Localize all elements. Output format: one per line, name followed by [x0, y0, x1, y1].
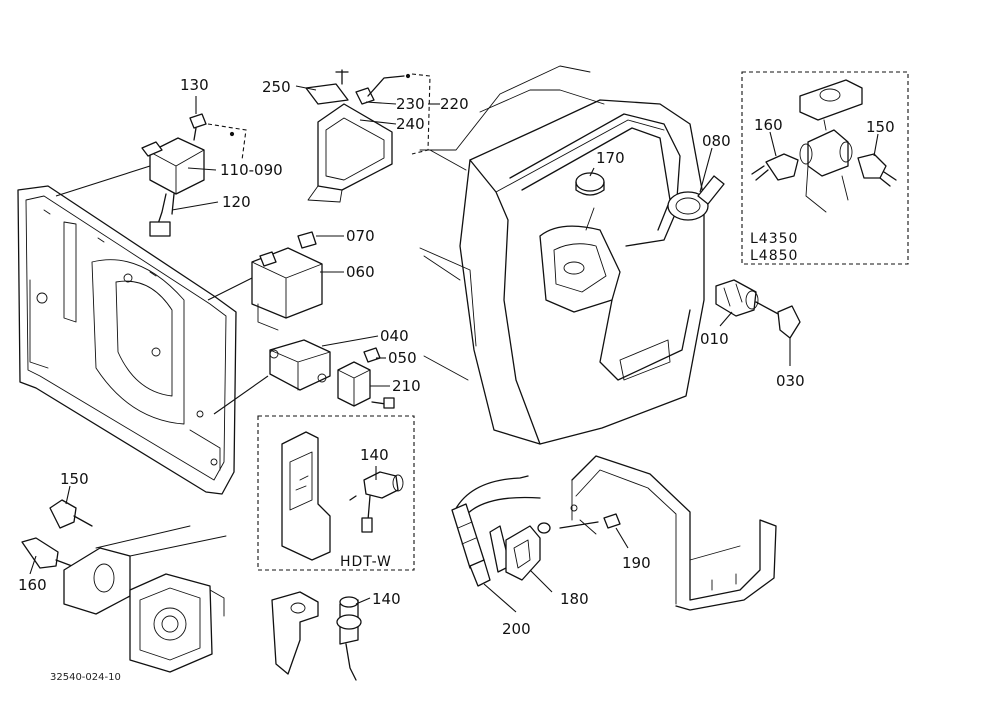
relay-060: [251, 231, 323, 331]
label-080: 080: [702, 132, 731, 150]
label-130: 130: [180, 76, 209, 94]
label-010: 010: [700, 330, 729, 348]
label-200: 200: [502, 620, 531, 638]
bracket-180: [505, 525, 541, 581]
label-140-box: 140: [360, 446, 389, 464]
relay-110-090: [141, 137, 205, 237]
model-variant-box: [741, 71, 909, 265]
label-050: 050: [388, 349, 417, 367]
switch-140-bottom: [271, 591, 362, 681]
screw-190: [537, 513, 621, 534]
bracket-220-group: [305, 69, 411, 203]
label-180: 180: [560, 590, 589, 608]
cover-right: [570, 455, 777, 611]
label-140-bottom: 140: [372, 590, 401, 608]
pump-body: [63, 525, 227, 673]
model-label-l4850: L4850: [750, 248, 798, 264]
label-150-left: 150: [60, 470, 89, 488]
key-030: [755, 301, 801, 339]
label-230: 230: [396, 95, 425, 113]
mounting-panel: [17, 185, 237, 495]
screw-050: [363, 347, 381, 363]
dashboard-housing: [419, 65, 705, 445]
sensor-160-left: [21, 537, 73, 569]
label-210: 210: [392, 377, 421, 395]
label-060: 060: [346, 263, 375, 281]
label-070: 070: [346, 227, 375, 245]
label-040: 040: [380, 327, 409, 345]
flasher-040: [269, 339, 331, 391]
label-160-right: 160: [754, 116, 783, 134]
label-160-left: 160: [18, 576, 47, 594]
hdt-w-label: HDT-W: [340, 554, 392, 570]
label-030: 030: [776, 372, 805, 390]
label-240: 240: [396, 115, 425, 133]
label-150-right: 150: [866, 118, 895, 136]
part-210: [337, 361, 395, 409]
model-label-l4350: L4350: [750, 231, 798, 247]
hdt-w-box: [257, 415, 415, 571]
label-190: 190: [622, 554, 651, 572]
sensor-150-left: [49, 499, 93, 529]
key-switch-010: [715, 279, 759, 317]
label-120: 120: [222, 193, 251, 211]
screw-130: [189, 113, 207, 141]
gauge-080: [667, 175, 725, 221]
label-220: 220: [440, 95, 469, 113]
label-170: 170: [596, 149, 625, 167]
wire-harness-200: [451, 475, 541, 587]
figure-code: 32540-024-10: [50, 672, 121, 683]
cap-170: [575, 172, 605, 196]
label-110-090: 110-090: [220, 161, 283, 179]
label-250: 250: [262, 78, 291, 96]
